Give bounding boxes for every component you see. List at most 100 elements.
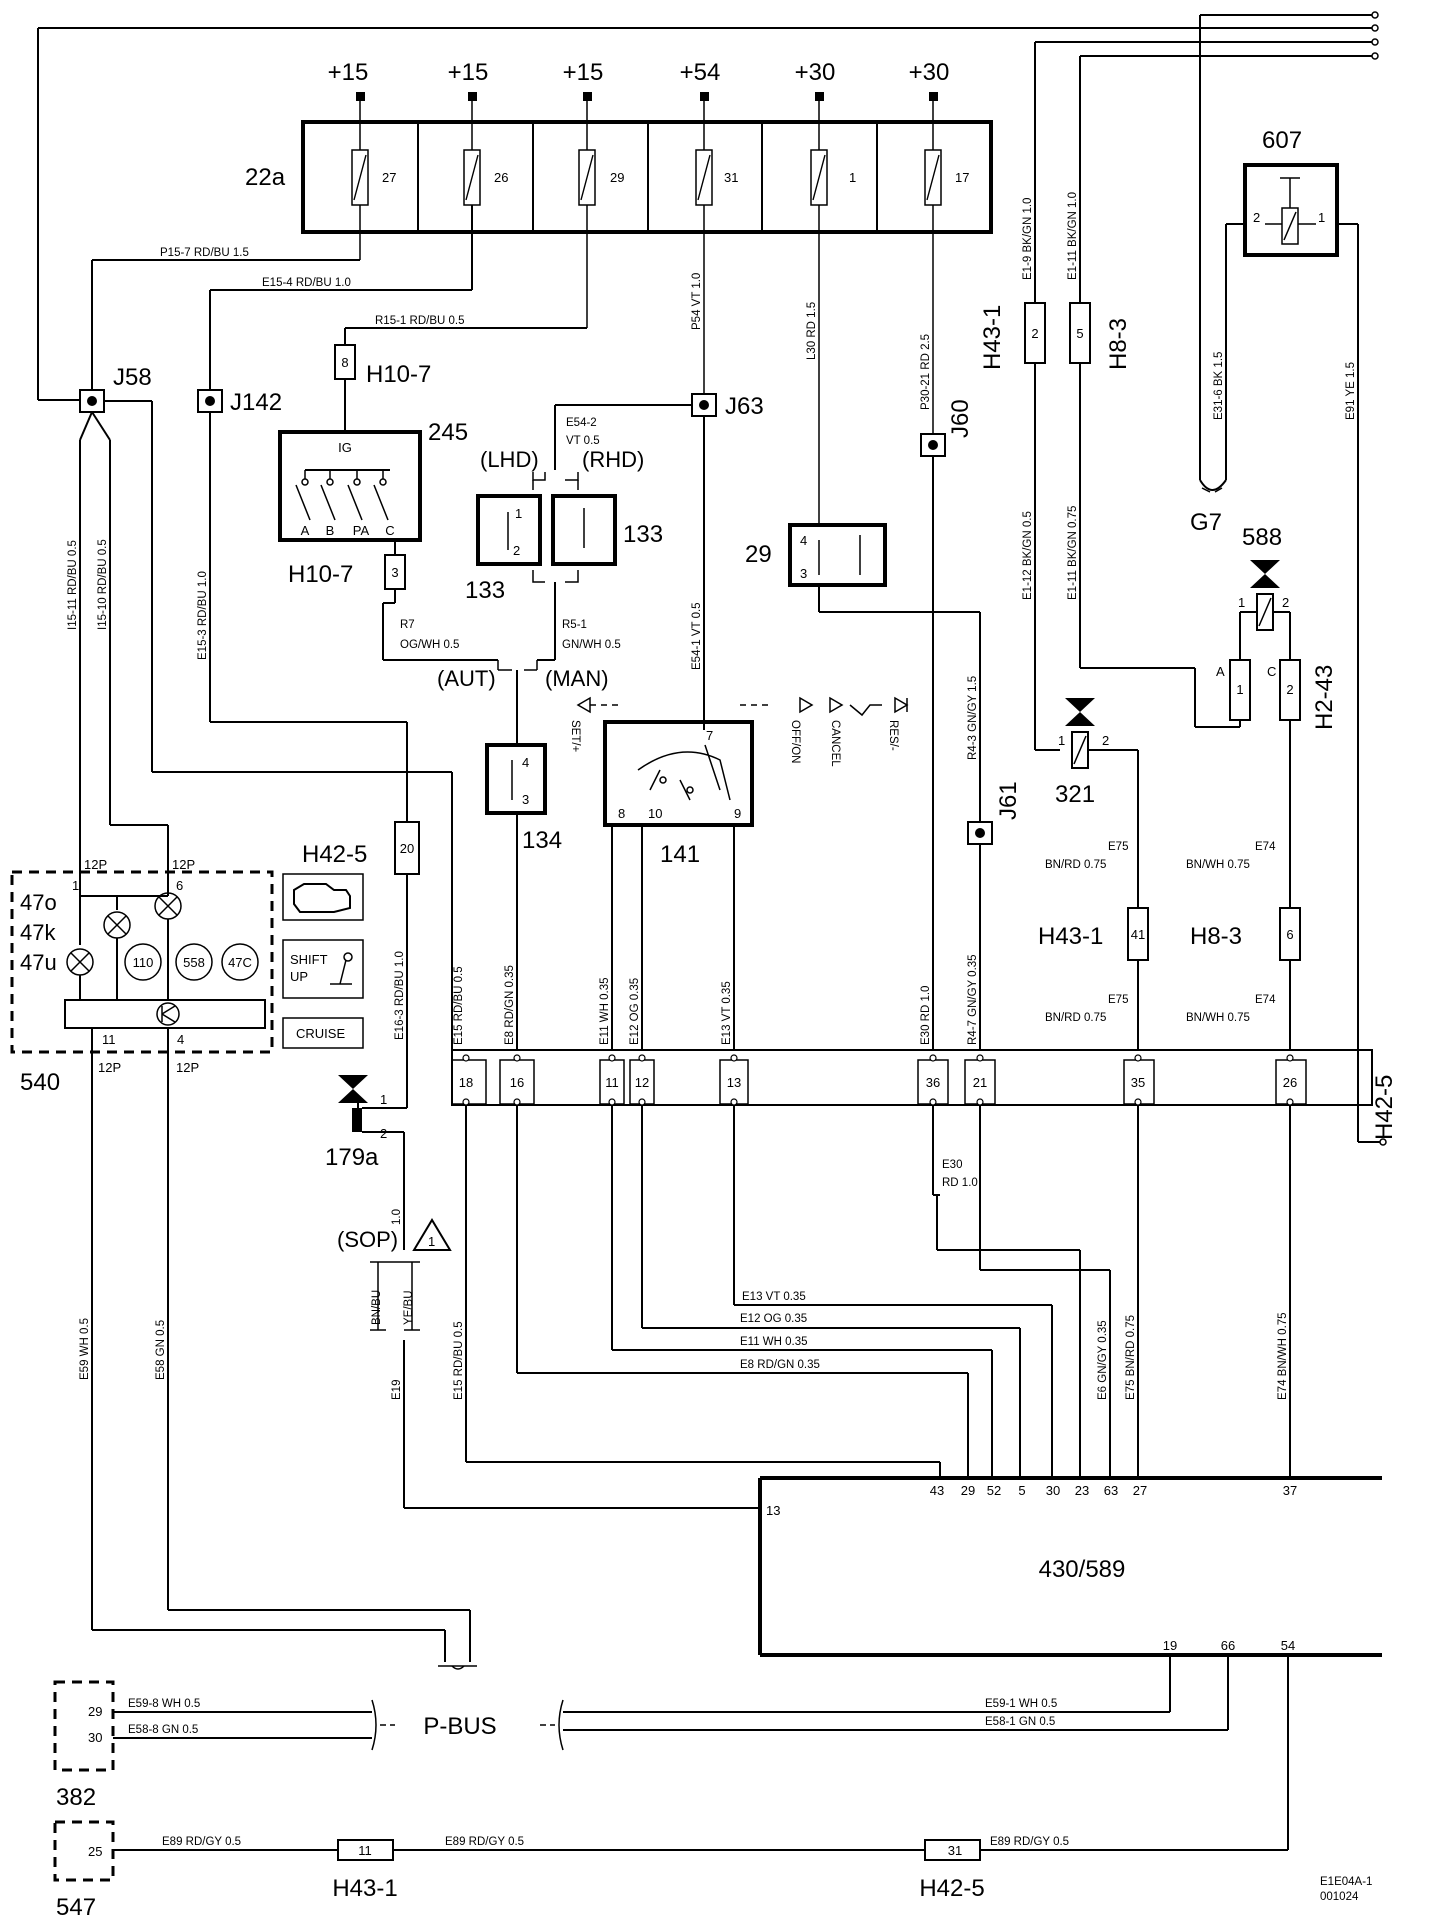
gauge-558: 558 xyxy=(183,955,205,970)
mode-cancel: CANCEL xyxy=(829,720,841,767)
top-left-wiring: P15-7 RD/BU 1.5 E15-4 RD/BU 1.0 R15-1 RD… xyxy=(37,11,1379,480)
wire-e74-2a: E74 xyxy=(1255,994,1276,1006)
h42-5-pin-20: 20 xyxy=(400,841,414,856)
wire-e8-low: E8 RD/GN 0.35 xyxy=(740,1359,820,1371)
c382-pin30: 30 xyxy=(88,1730,102,1745)
ecu-pin-30: 30 xyxy=(1046,1483,1060,1498)
wire-e1-12: E1-12 BK/GN 0.5 xyxy=(1022,511,1034,600)
aut-label: (AUT) xyxy=(437,666,496,691)
gauge-110: 110 xyxy=(133,955,154,970)
wire-e15-strip: E15 RD/BU 0.5 xyxy=(453,966,465,1045)
fuse-number-17: 17 xyxy=(955,170,969,185)
diag-547: 25 547 E89 RD/GY 0.5 11 H43-1 E89 RD/GY … xyxy=(53,1820,1288,1921)
wire-e75-1b: BN/RD 0.75 xyxy=(1045,859,1106,871)
wire-e59-8: E59-8 WH 0.5 xyxy=(128,1698,200,1710)
wire-e12-strip: E12 OG 0.35 xyxy=(629,978,641,1045)
strip-pin-35: 35 xyxy=(1131,1075,1145,1090)
ecu-430-589: 430/589 13 43 29 52 5 30 23 63 27 37 19 … xyxy=(758,1476,1382,1850)
ecu-pin-63: 63 xyxy=(1104,1483,1118,1498)
instrument-cluster-540: 47o 47k 47u 1 6 12P 12P 110 558 47C 11 4… xyxy=(10,857,364,1630)
c588-pin2: 2 xyxy=(1282,595,1289,610)
wire-e74-low: E74 BN/WH 0.75 xyxy=(1277,1312,1289,1400)
strip-pin-21: 21 xyxy=(973,1075,987,1090)
footer-code: E1E04A-1 xyxy=(1320,1876,1372,1888)
pbus-label: P-BUS xyxy=(423,1713,496,1740)
strip-pin-11: 11 xyxy=(605,1075,619,1090)
h10-7-label-top: H10-7 xyxy=(366,361,431,388)
wire-e16-3: E16-3 RD/BU 1.0 xyxy=(394,951,406,1040)
footer-date: 001024 xyxy=(1320,1891,1359,1903)
h42-5-pin31: 31 xyxy=(948,1843,962,1858)
wire-p54: P54 VT 1.0 xyxy=(691,273,703,330)
h10-7-label-bot: H10-7 xyxy=(288,561,353,588)
connector-strip-h42-5: H42-5 18 16 11 12 13 36 21 35 26 xyxy=(451,954,1398,1140)
wire-e74-2b: BN/WH 0.75 xyxy=(1186,1012,1250,1024)
mid-right-connectors: E75 BN/RD 0.75 E74 BN/WH 0.75 41 H43-1 6… xyxy=(1038,841,1301,1050)
c29-pin3: 3 xyxy=(800,566,807,581)
h8-3-label-top: H8-3 xyxy=(1105,318,1132,370)
wire-e15-low: E15 RD/BU 0.5 xyxy=(453,1321,465,1400)
c540-pin4: 4 xyxy=(177,1032,184,1047)
strip-pin-36: 36 xyxy=(926,1075,940,1090)
lamp-47o: 47o xyxy=(20,890,57,915)
strip-pin-12: 12 xyxy=(635,1075,649,1090)
wire-e75-1a: E75 xyxy=(1108,841,1128,853)
fuse-number-1: 1 xyxy=(849,170,856,185)
wire-e75-2a: E75 xyxy=(1108,994,1128,1006)
wire-r7: R7 xyxy=(400,619,415,631)
ecu-pin-19: 19 xyxy=(1163,1638,1177,1653)
g7-label: G7 xyxy=(1190,509,1222,536)
c588-label: 588 xyxy=(1242,524,1282,551)
c540-12p-1: 12P xyxy=(84,857,107,872)
h2-43-pin-a: A xyxy=(1216,664,1225,679)
strip-pin-13: 13 xyxy=(727,1075,741,1090)
j142-label: J142 xyxy=(230,389,282,416)
supply-label-1: +15 xyxy=(328,59,369,86)
c141-pin10: 10 xyxy=(648,806,662,821)
supply-terminals: +15 +15 +15 +54 +30 +30 xyxy=(328,59,950,101)
h8-3-pin6: 6 xyxy=(1286,927,1293,942)
wire-r4-3: R4-3 GN/GY 1.5 xyxy=(967,676,979,760)
c141-pin9: 9 xyxy=(734,806,741,821)
c245-pin-a: A xyxy=(301,523,310,538)
wire-e1-9: E1-9 BK/GN 1.0 xyxy=(1022,198,1034,280)
c245-ig: IG xyxy=(338,440,352,455)
h42-5-label-bot: H42-5 xyxy=(919,1875,984,1902)
wire-l30: L30 RD 1.5 xyxy=(806,302,818,360)
j61-label: J61 xyxy=(995,781,1022,820)
h42-5-strip-label: H42-5 xyxy=(1371,1075,1398,1140)
wire-yebu: YE/BU xyxy=(403,1290,415,1325)
ecu-pin-37: 37 xyxy=(1283,1483,1297,1498)
fuse-number-26: 26 xyxy=(494,170,508,185)
junction-j58: J58 I15-11 RD/BU 0.5 I15-10 RD/BU 0.5 xyxy=(67,364,453,1050)
h43-1-label-top: H43-1 xyxy=(979,305,1006,370)
switch-134: 4 3 134 xyxy=(485,743,562,1050)
c29-pin4: 4 xyxy=(800,533,807,548)
lamp-47u: 47u xyxy=(20,950,57,975)
c540-12p-4: 12P xyxy=(176,1060,199,1075)
c245-label: 245 xyxy=(428,419,468,446)
c179a-label: 179a xyxy=(325,1144,379,1171)
wire-r5-1: R5-1 xyxy=(562,619,587,631)
c540-12p-6: 12P xyxy=(172,857,195,872)
c141-label: 141 xyxy=(660,841,700,868)
upper-right-connectors: E1-9 BK/GN 1.0 E1-11 BK/GN 1.0 2 H43-1 5… xyxy=(979,192,1240,751)
c547-label: 547 xyxy=(56,1894,96,1921)
h43-1-label-bot: H43-1 xyxy=(332,1875,397,1902)
wire-e11-low: E11 WH 0.35 xyxy=(740,1336,808,1348)
supply-label-2: +15 xyxy=(448,59,489,86)
selector-133: (LHD) (RHD) 1 2 133 133 R5-1 GN/WH 0.5 (… xyxy=(437,447,663,745)
c245-pin-pa: PA xyxy=(353,523,370,538)
strip-pin-18: 18 xyxy=(459,1075,473,1090)
junction-j60: P30-21 RD 2.5 J60 xyxy=(920,334,974,1050)
junction-j61: R4-3 GN/GY 1.5 J61 xyxy=(967,676,1022,1050)
cruise-text: CRUISE xyxy=(296,1026,345,1041)
wire-e1-11-top: E1-11 BK/GN 1.0 xyxy=(1067,192,1079,280)
h43-1-pin2: 2 xyxy=(1031,326,1038,341)
supply-label-6: +30 xyxy=(909,59,950,86)
h42-5-label-mid: H42-5 xyxy=(302,841,367,868)
h2-43-pin1: 1 xyxy=(1236,682,1243,697)
j58-label: J58 xyxy=(113,364,152,391)
wire-e59: E59 WH 0.5 xyxy=(79,1318,91,1380)
